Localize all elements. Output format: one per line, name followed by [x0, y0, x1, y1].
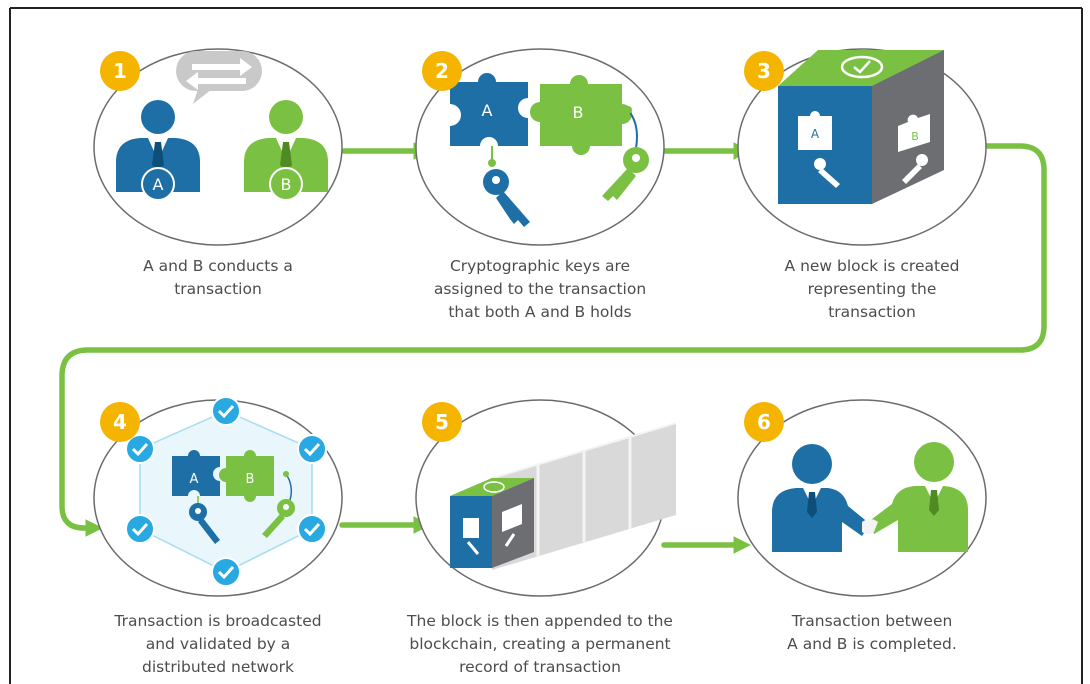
cube-puzzle-b-icon: B: [898, 114, 930, 184]
validation-checks: [125, 396, 327, 587]
caption-line: and validated by a: [145, 635, 291, 653]
caption-line: assigned to the transaction: [433, 280, 647, 298]
check-icon: [297, 514, 327, 544]
step-badges: 1 2 3 4 5 6: [100, 51, 784, 442]
caption-line: distributed network: [142, 658, 294, 676]
step-4-badge: 4: [100, 402, 140, 442]
step-4-illustration: A B: [125, 396, 327, 587]
step-2-badge: 2: [422, 51, 462, 91]
caption-line: representing the: [807, 280, 937, 298]
badge-circle: [100, 402, 140, 442]
puzzle-a-label: A: [482, 101, 493, 120]
badge-circle: [422, 402, 462, 442]
step-2-illustration: A B: [450, 73, 649, 227]
caption-line: transaction: [828, 303, 916, 321]
step-3-caption: A new block is created representing the …: [712, 255, 1032, 324]
block-chain-icon: [450, 422, 677, 570]
badge-number: 6: [757, 410, 771, 434]
badge-circle: [744, 402, 784, 442]
handshake-icon: [772, 442, 968, 552]
step-1-illustration: A B: [116, 51, 328, 201]
step-1-badge: 1: [100, 51, 140, 91]
badge-circle: [744, 51, 784, 91]
step-1-caption: A and B conducts a transaction: [58, 255, 378, 301]
key-b-icon: [262, 471, 295, 538]
check-icon: [211, 557, 241, 587]
check-icon: [125, 434, 155, 464]
badge-circle: [422, 51, 462, 91]
person-a-label: A: [153, 175, 164, 194]
caption-line: blockchain, creating a permanent: [409, 635, 671, 653]
person-b-label: B: [281, 175, 292, 194]
step-6-caption: Transaction between A and B is completed…: [712, 610, 1032, 656]
caption-line: Transaction between: [791, 612, 953, 630]
network-b-label: B: [246, 472, 255, 487]
caption-line: that both A and B holds: [448, 303, 632, 321]
step-6-illustration: [772, 442, 968, 552]
step-5-caption: The block is then appended to the blockc…: [380, 610, 700, 679]
network-a-label: A: [190, 472, 199, 487]
caption-line: The block is then appended to the: [407, 612, 673, 630]
puzzle-b-label: B: [573, 103, 584, 122]
puzzle-piece-b-icon: B: [530, 75, 632, 155]
step-2-caption: Cryptographic keys are assigned to the t…: [380, 255, 700, 324]
caption-line: Transaction is broadcasted: [114, 612, 322, 630]
step-6-badge: 6: [744, 402, 784, 442]
step-3-badge: 3: [744, 51, 784, 91]
person-a-icon: A: [116, 100, 200, 201]
cube-a-label: A: [811, 127, 820, 141]
caption-line: Cryptographic keys are: [449, 257, 631, 275]
flow-connectors: [59, 142, 1047, 554]
arrow-3-4: [59, 143, 1047, 537]
puzzle-piece-a-icon: A: [172, 450, 220, 496]
puzzle-piece-b-icon: B: [219, 450, 274, 502]
puzzle-piece-a-icon: A: [450, 73, 528, 146]
badge-circle: [100, 51, 140, 91]
caption-line: A and B conducts a: [143, 257, 293, 275]
badge-number: 3: [757, 59, 771, 83]
key-a-icon: [483, 146, 530, 227]
check-icon: [211, 396, 241, 426]
cube-b-label: B: [911, 130, 919, 143]
step-5-badge: 5: [422, 402, 462, 442]
exchange-bubble-icon: [176, 51, 262, 104]
key-a-icon: [189, 496, 220, 544]
step-3-illustration: A B: [778, 50, 944, 204]
check-icon: [297, 434, 327, 464]
caption-line: A and B is completed.: [787, 635, 957, 653]
cube-puzzle-a-icon: A: [798, 111, 840, 188]
step-4-caption: Transaction is broadcasted and validated…: [58, 610, 378, 679]
caption-line: transaction: [174, 280, 262, 298]
caption-line: record of transaction: [459, 658, 621, 676]
person-b-icon: B: [244, 100, 328, 201]
badge-number: 4: [113, 410, 127, 434]
key-b-icon: [602, 106, 649, 201]
check-icon: [125, 514, 155, 544]
step-5-illustration: [450, 422, 677, 570]
badge-number: 5: [435, 410, 449, 434]
block-cube-icon: A B: [778, 50, 944, 204]
badge-number: 2: [435, 59, 449, 83]
badge-number: 1: [113, 59, 127, 83]
caption-line: A new block is created: [784, 257, 960, 275]
